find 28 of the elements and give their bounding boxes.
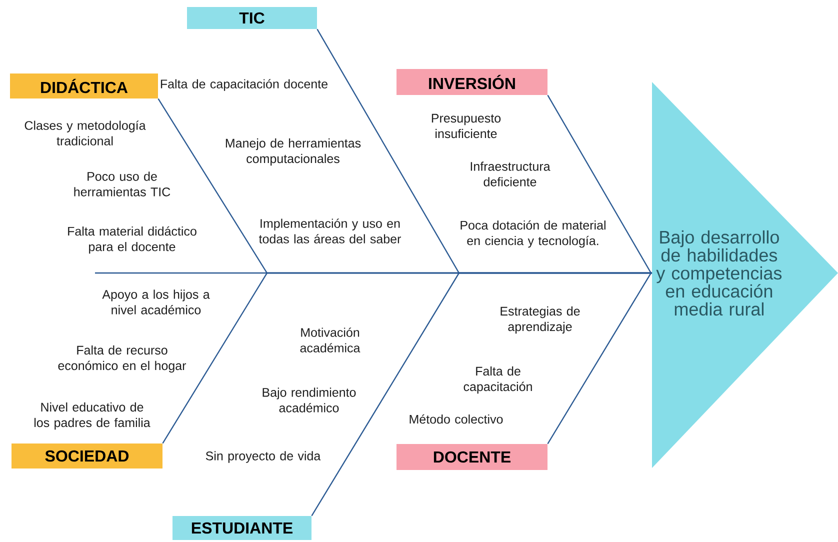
cause-text: Sin proyecto de vida bbox=[206, 451, 321, 463]
cause-text: Nivel educativo de los padres de familia bbox=[34, 402, 150, 430]
cause-text: Falta de capacitación bbox=[464, 366, 532, 394]
cause-text: Motivación académica bbox=[300, 328, 360, 352]
cause-text: Presupuesto insuficiente bbox=[432, 114, 501, 138]
cause-text: Bajo rendimiento académico bbox=[262, 388, 356, 412]
cause-text: Clases y metodología tradicional bbox=[24, 120, 146, 146]
category-box: INVERSIÓN bbox=[396, 69, 548, 95]
cause-text: Poco uso de herramientas TIC bbox=[74, 172, 170, 196]
cause-text: Implementación y uso en todas las áreas del saber bbox=[258, 218, 401, 244]
bone-line bbox=[547, 94, 652, 274]
category-box: DIDÁCTICA bbox=[10, 74, 158, 98]
cause-text: Falta material didáctico para el docente bbox=[68, 226, 196, 254]
cause-text: Falta de recurso económico en el hogar bbox=[58, 345, 186, 373]
cause-text: Apoyo a los hijos a nivel académico bbox=[102, 290, 210, 314]
category-box: DOCENTE bbox=[396, 444, 548, 470]
category-box: SOCIEDAD bbox=[12, 444, 162, 468]
cause-text: Infraestructura deficiente bbox=[470, 162, 550, 186]
spine-line bbox=[95, 272, 652, 274]
cause-text: Manejo de herramientas computacionales bbox=[226, 138, 361, 166]
cause-text: Estrategias de aprendizaje bbox=[500, 306, 580, 334]
category-box: ESTUDIANTE bbox=[172, 516, 312, 540]
bone-line bbox=[547, 272, 652, 444]
category-box: TIC bbox=[187, 7, 317, 29]
cause-text: Método colectivo bbox=[410, 414, 503, 424]
cause-text: Poca dotación de material en ciencia y tecnología. bbox=[460, 220, 606, 248]
cause-text: Falta de capacitación docente bbox=[160, 79, 328, 91]
effect-triangle: Bajo desarrollo de habilidades y competencias en educación media rural bbox=[652, 82, 838, 468]
